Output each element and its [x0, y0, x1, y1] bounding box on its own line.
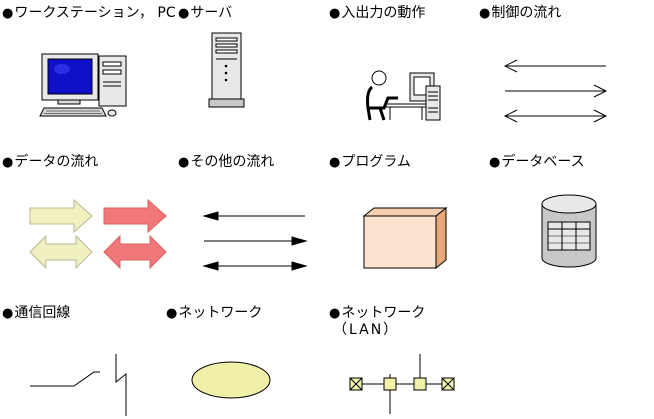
label-server: ●サーバ [178, 5, 233, 21]
label-program: ●プログラム [329, 154, 411, 170]
label-network: ●ネットワーク [166, 305, 263, 321]
data-flow-arrows [29, 198, 167, 270]
label-other-flow: ●その他の流れ [178, 154, 275, 170]
label-control-flow: ●制御の流れ [479, 5, 562, 21]
lan-icon [349, 354, 455, 414]
workstation-icon [39, 53, 127, 117]
label-lan-sub: （LAN） [333, 322, 400, 338]
network-icon [191, 361, 271, 399]
label-data-flow: ●データの流れ [2, 154, 99, 170]
other-flow-arrows [202, 211, 308, 271]
server-icon [208, 32, 245, 108]
label-workstation: ●ワークステーション， PC [2, 5, 176, 21]
program-icon [362, 206, 448, 270]
person-at-terminal-icon [366, 70, 441, 121]
label-database: ●データベース [489, 154, 585, 170]
label-comm-line: ●通信回線 [2, 305, 71, 321]
database-icon [541, 194, 597, 268]
control-flow-arrows [503, 59, 608, 123]
label-lan: ●ネットワーク [329, 305, 426, 321]
label-io: ●入出力の動作 [329, 5, 426, 21]
communication-line-icon [30, 354, 127, 416]
